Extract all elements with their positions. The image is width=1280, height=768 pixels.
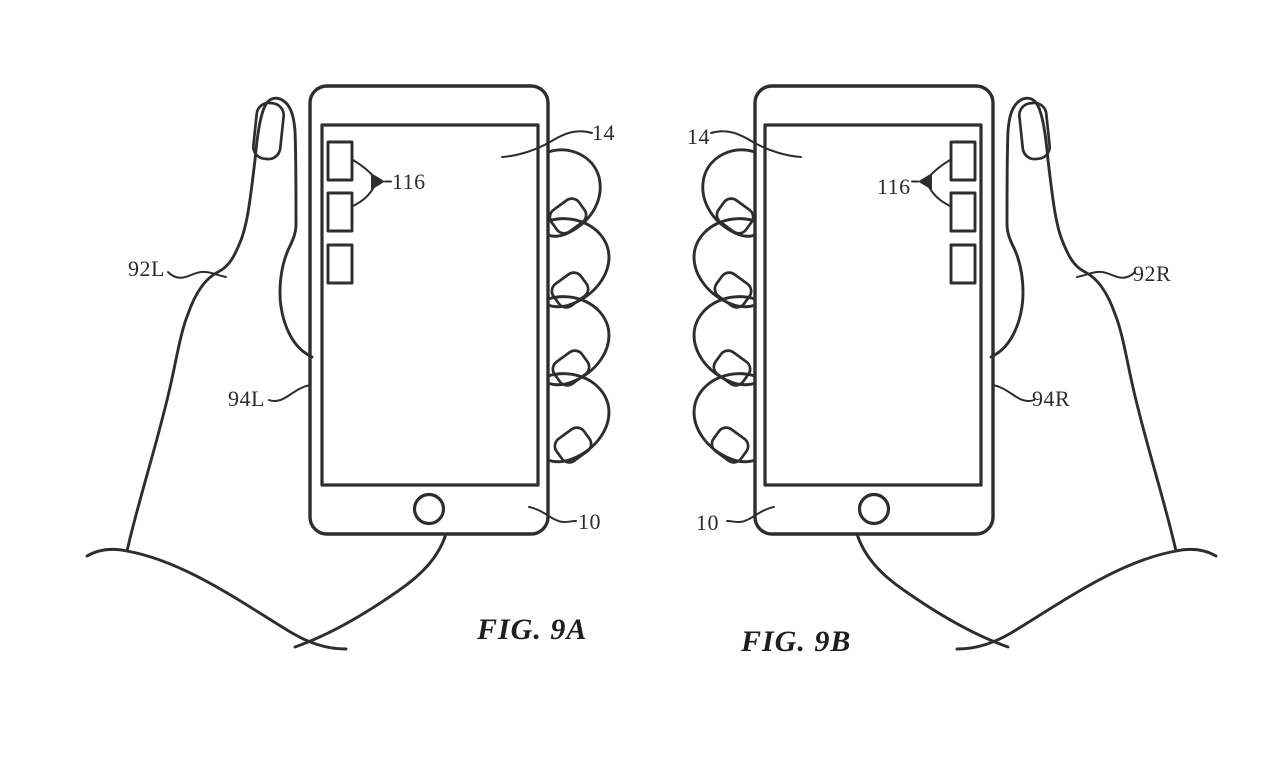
label-10-right: 10 [696,510,719,535]
label-14-right: 14 [687,124,710,149]
figure-9b-caption: FIG. 9B [741,625,852,658]
label-92l: 92L [128,256,165,281]
figure-9a-caption: FIG. 9A [477,613,588,646]
figure-9b-drawing [692,84,1218,651]
label-92r: 92R [1133,261,1172,286]
label-94l: 94L [228,386,265,411]
label-116-right: 116 [877,174,911,199]
label-94r: 94R [1032,386,1071,411]
figure-9a-drawing [85,84,611,651]
label-116-left: 116 [392,169,426,194]
label-10-left: 10 [578,509,601,534]
label-14-left: 14 [592,120,615,145]
